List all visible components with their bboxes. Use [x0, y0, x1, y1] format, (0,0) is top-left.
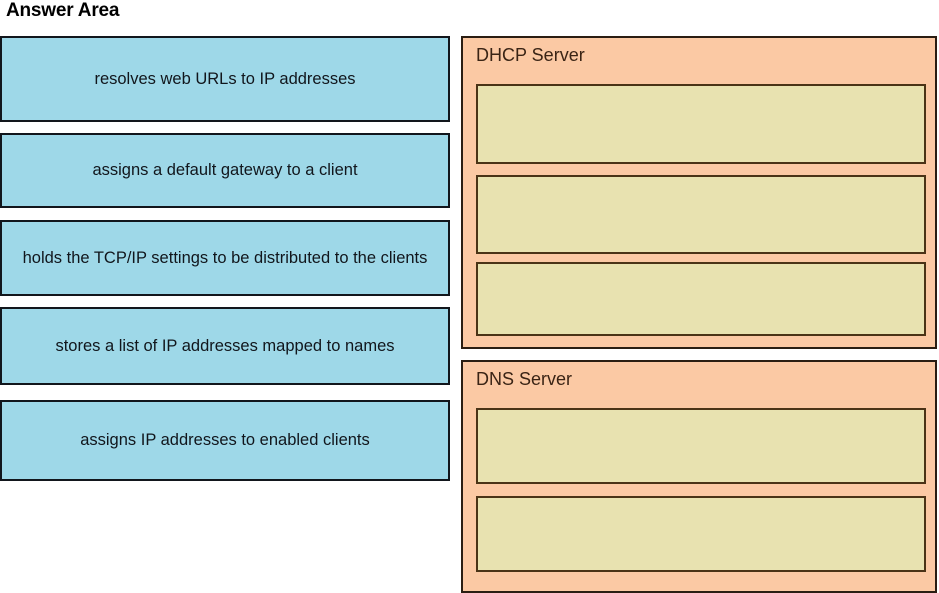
option-tile-label: holds the TCP/IP settings to be distribu…: [22, 248, 428, 267]
option-tile-2[interactable]: assigns a default gateway to a client: [0, 133, 450, 208]
panel-title-dhcp: DHCP Server: [476, 45, 585, 65]
option-tile-label: resolves web URLs to IP addresses: [94, 69, 356, 88]
target-panel-dhcp-server: DHCP Server: [461, 36, 937, 349]
panel-title-dns: DNS Server: [476, 369, 573, 389]
page-title: Answer Area: [6, 0, 120, 21]
drop-slot-dhcp-1[interactable]: [476, 84, 926, 164]
option-tile-label: assigns IP addresses to enabled clients: [80, 431, 370, 449]
drop-slot-dhcp-3[interactable]: [476, 262, 926, 336]
option-tile-5[interactable]: assigns IP addresses to enabled clients: [0, 400, 450, 481]
option-tile-label: assigns a default gateway to a client: [92, 161, 358, 179]
option-tile-label: stores a list of IP addresses mapped to …: [55, 336, 395, 355]
drop-slot-dhcp-2[interactable]: [476, 175, 926, 254]
option-tile-4[interactable]: stores a list of IP addresses mapped to …: [0, 307, 450, 385]
option-tile-1[interactable]: resolves web URLs to IP addresses: [0, 36, 450, 122]
option-tile-3[interactable]: holds the TCP/IP settings to be distribu…: [0, 220, 450, 296]
drop-slot-dns-1[interactable]: [476, 408, 926, 484]
drop-slot-dns-2[interactable]: [476, 496, 926, 572]
target-panel-dns-server: DNS Server: [461, 360, 937, 593]
